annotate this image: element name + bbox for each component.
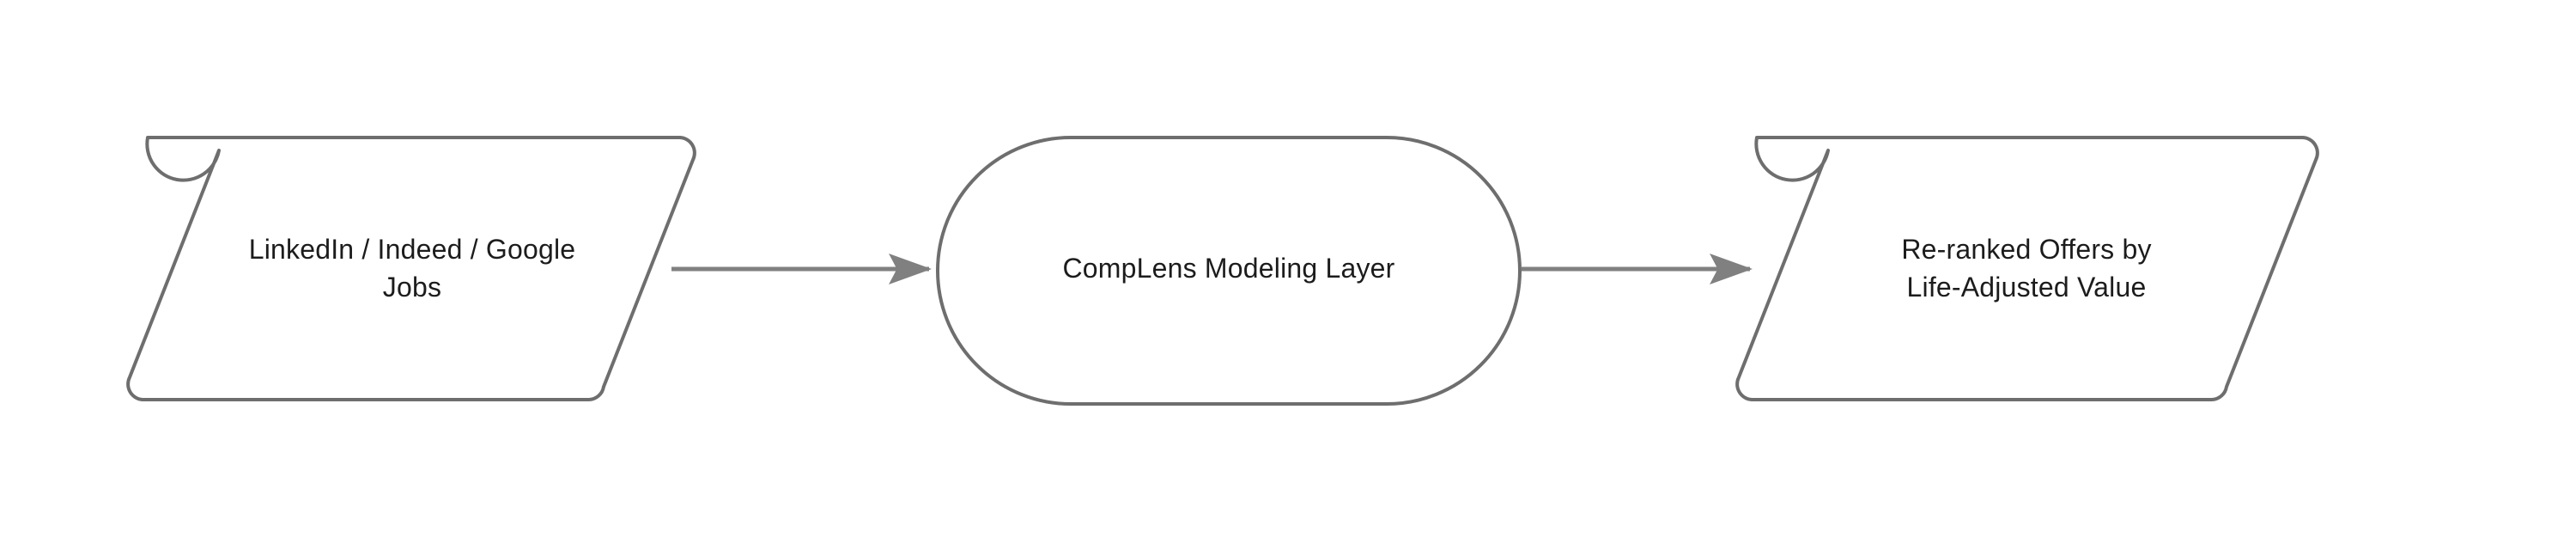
node-source-shape[interactable] bbox=[126, 136, 696, 401]
node-output-shape[interactable] bbox=[1735, 136, 2319, 401]
node-process-shape[interactable] bbox=[936, 136, 1522, 406]
